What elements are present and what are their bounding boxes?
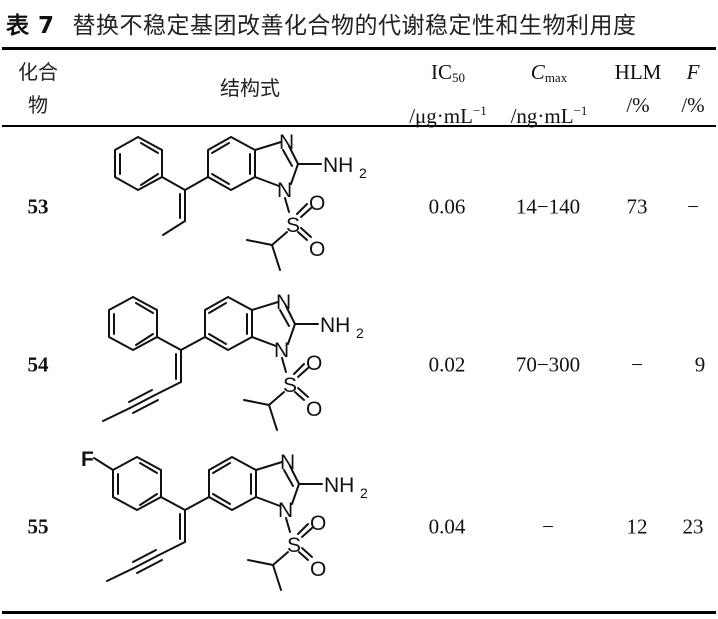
header-hlm-name: HLM	[614, 60, 662, 84]
header-compound-line2: 物	[28, 93, 48, 117]
phenyl-ring-icon	[114, 135, 163, 192]
header-hlm: HLM /%	[608, 56, 668, 122]
header-cmax-name: C	[530, 60, 545, 84]
structure-54: N NH 2 N S O O	[95, 284, 395, 444]
phenyl-ring-icon	[108, 295, 158, 352]
svg-text:N: N	[274, 339, 289, 362]
benzimidazole-ring-icon	[208, 455, 257, 512]
svg-text:2: 2	[356, 325, 364, 341]
ic50-value: 0.02	[428, 352, 466, 377]
hlm-value: 12	[626, 514, 648, 539]
svg-text:N: N	[278, 499, 293, 522]
hlm-value: 73	[626, 194, 648, 219]
header-rule	[2, 125, 716, 127]
structure-53: N NH 2 N S O O	[95, 128, 395, 283]
svg-text:S: S	[283, 374, 297, 397]
cmax-value: 14−140	[515, 194, 581, 219]
svg-text:N: N	[276, 291, 291, 314]
svg-text:O: O	[306, 398, 322, 421]
ic50-value: 0.04	[428, 514, 466, 539]
f-value: −	[687, 194, 699, 219]
svg-text:O: O	[310, 512, 326, 535]
svg-text:O: O	[309, 192, 325, 215]
benzimidazole-ring-icon	[207, 135, 256, 192]
bottom-rule	[2, 611, 716, 614]
svg-text:O: O	[306, 352, 322, 375]
header-cmax: Cmax /ng·mL−1	[500, 56, 598, 133]
svg-text:N: N	[277, 179, 292, 202]
header-cmax-sub: max	[544, 70, 568, 85]
table-caption: 表 7 替换不稳定基团改善化合物的代谢稳定性和生物利用度	[6, 6, 637, 40]
benzimidazole-ring-icon	[204, 295, 253, 352]
structure-55: F N NH 2 N S O O	[80, 444, 400, 609]
svg-text:N: N	[279, 131, 294, 154]
cmax-value: 70−300	[515, 352, 581, 377]
svg-text:S: S	[287, 534, 301, 557]
table-title: 替换不稳定基团改善化合物的代谢稳定性和生物利用度	[72, 13, 637, 39]
header-structure: 结构式	[220, 76, 280, 100]
svg-text:O: O	[309, 238, 325, 261]
svg-text:NH: NH	[324, 474, 354, 497]
table-number: 表 7	[6, 13, 55, 39]
svg-text:O: O	[310, 558, 326, 581]
svg-text:2: 2	[359, 165, 367, 181]
header-cmax-unit: /ng·mL	[510, 104, 574, 128]
header-f: F /%	[670, 56, 716, 122]
svg-text:NH: NH	[320, 314, 350, 337]
svg-text:NH: NH	[323, 154, 353, 177]
header-compound-line1: 化合	[18, 60, 58, 84]
compound-id: 53	[27, 194, 49, 219]
f-value: 9	[694, 352, 706, 377]
cmax-value: −	[542, 514, 554, 539]
ic50-value: 0.06	[428, 194, 466, 219]
top-rule	[2, 47, 716, 50]
f-value: 23	[682, 514, 704, 539]
svg-text:N: N	[280, 451, 295, 474]
header-hlm-unit: /%	[626, 93, 650, 117]
compound-id: 55	[27, 514, 49, 539]
header-cmax-unit-sup: −1	[573, 103, 588, 118]
svg-text:2: 2	[360, 485, 368, 501]
header-f-name: F	[686, 60, 700, 84]
header-ic50-unit: /μg·mL	[409, 104, 473, 128]
header-ic50-unit-sup: −1	[472, 103, 487, 118]
fluorophenyl-ring-icon	[112, 455, 162, 512]
hlm-value: −	[631, 352, 643, 377]
header-compound: 化合 物	[8, 56, 68, 122]
svg-text:F: F	[81, 448, 94, 471]
compound-id: 54	[27, 352, 49, 377]
header-f-unit: /%	[681, 93, 705, 117]
header-ic50-name: IC	[431, 60, 452, 84]
svg-text:S: S	[286, 214, 300, 237]
header-ic50-sub: 50	[452, 70, 465, 85]
header-ic50: IC50 /μg·mL−1	[392, 56, 504, 133]
